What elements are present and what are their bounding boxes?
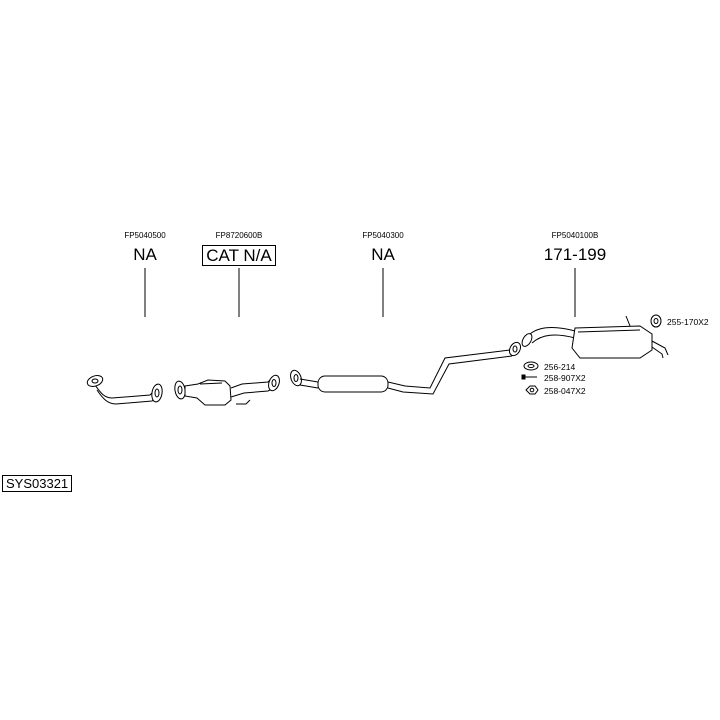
nut-icon [525,385,539,395]
part-number-front-pipe: FP5040500 [124,231,166,240]
part-value-rear-muffler: 171-199 [543,245,607,264]
part-value-catalyst-box: CAT N/A [179,245,299,266]
clamp-icon [650,314,662,328]
system-code: SYS03321 [2,475,73,492]
fitting-label-bolt: 258-907X2 [544,373,586,383]
fitting-label-clamp: 255-170X2 [667,317,709,327]
part-value-catalyst: CAT N/A [202,245,276,266]
rear-muffler [521,315,669,359]
part-value-front-pipe: NA [133,245,157,264]
part-value-center-pipe: NA [371,245,395,264]
part-number-center-pipe: FP5040300 [362,231,404,240]
part-number-rear-muffler: FP5040100B [551,231,599,240]
gasket-icon [523,361,539,371]
fitting-label-gasket: 256-214 [544,362,576,372]
center-pipe [290,341,522,395]
part-number-catalyst: FP8720600B [215,231,263,240]
front-pipe [86,375,163,405]
bolt-icon [521,374,537,380]
catalyst [174,374,280,406]
fitting-label-nut: 258-047X2 [544,386,586,396]
